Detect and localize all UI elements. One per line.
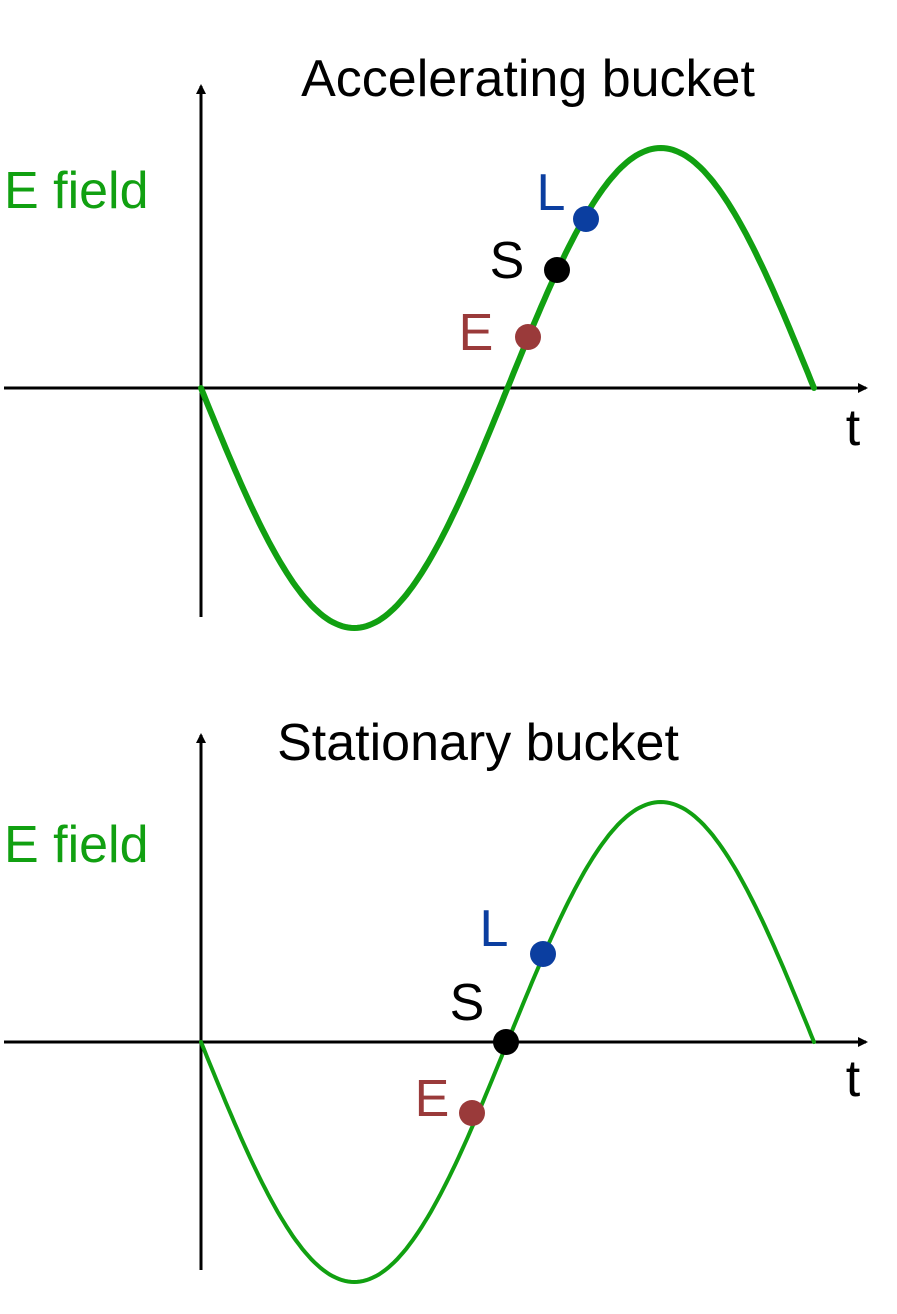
e-field-waveform — [198, 144, 817, 632]
stationary-panel: Stationary bucket E field t L S E — [4, 714, 868, 1285]
synchronous-particle-marker — [493, 1029, 519, 1055]
panel-title: Accelerating bucket — [301, 50, 755, 108]
synchronous-particle-label: S — [450, 974, 485, 1032]
early-particle-label: E — [415, 1070, 450, 1128]
synchronous-particle-label: S — [490, 232, 525, 290]
early-particle-marker — [459, 1100, 485, 1126]
synchronous-particle-marker — [544, 257, 570, 283]
late-particle-label: L — [480, 900, 509, 958]
late-particle-marker — [530, 941, 556, 967]
y-axis-label: E field — [4, 816, 149, 874]
x-axis-label: t — [846, 399, 861, 457]
early-particle-label: E — [459, 304, 494, 362]
x-axis-label: t — [846, 1050, 861, 1108]
accelerating-panel: Accelerating bucket E field t L S E — [4, 50, 868, 632]
early-particle-marker — [515, 324, 541, 350]
late-particle-label: L — [537, 164, 566, 222]
panel-title: Stationary bucket — [277, 714, 679, 772]
y-axis-label: E field — [4, 162, 149, 220]
late-particle-marker — [573, 206, 599, 232]
